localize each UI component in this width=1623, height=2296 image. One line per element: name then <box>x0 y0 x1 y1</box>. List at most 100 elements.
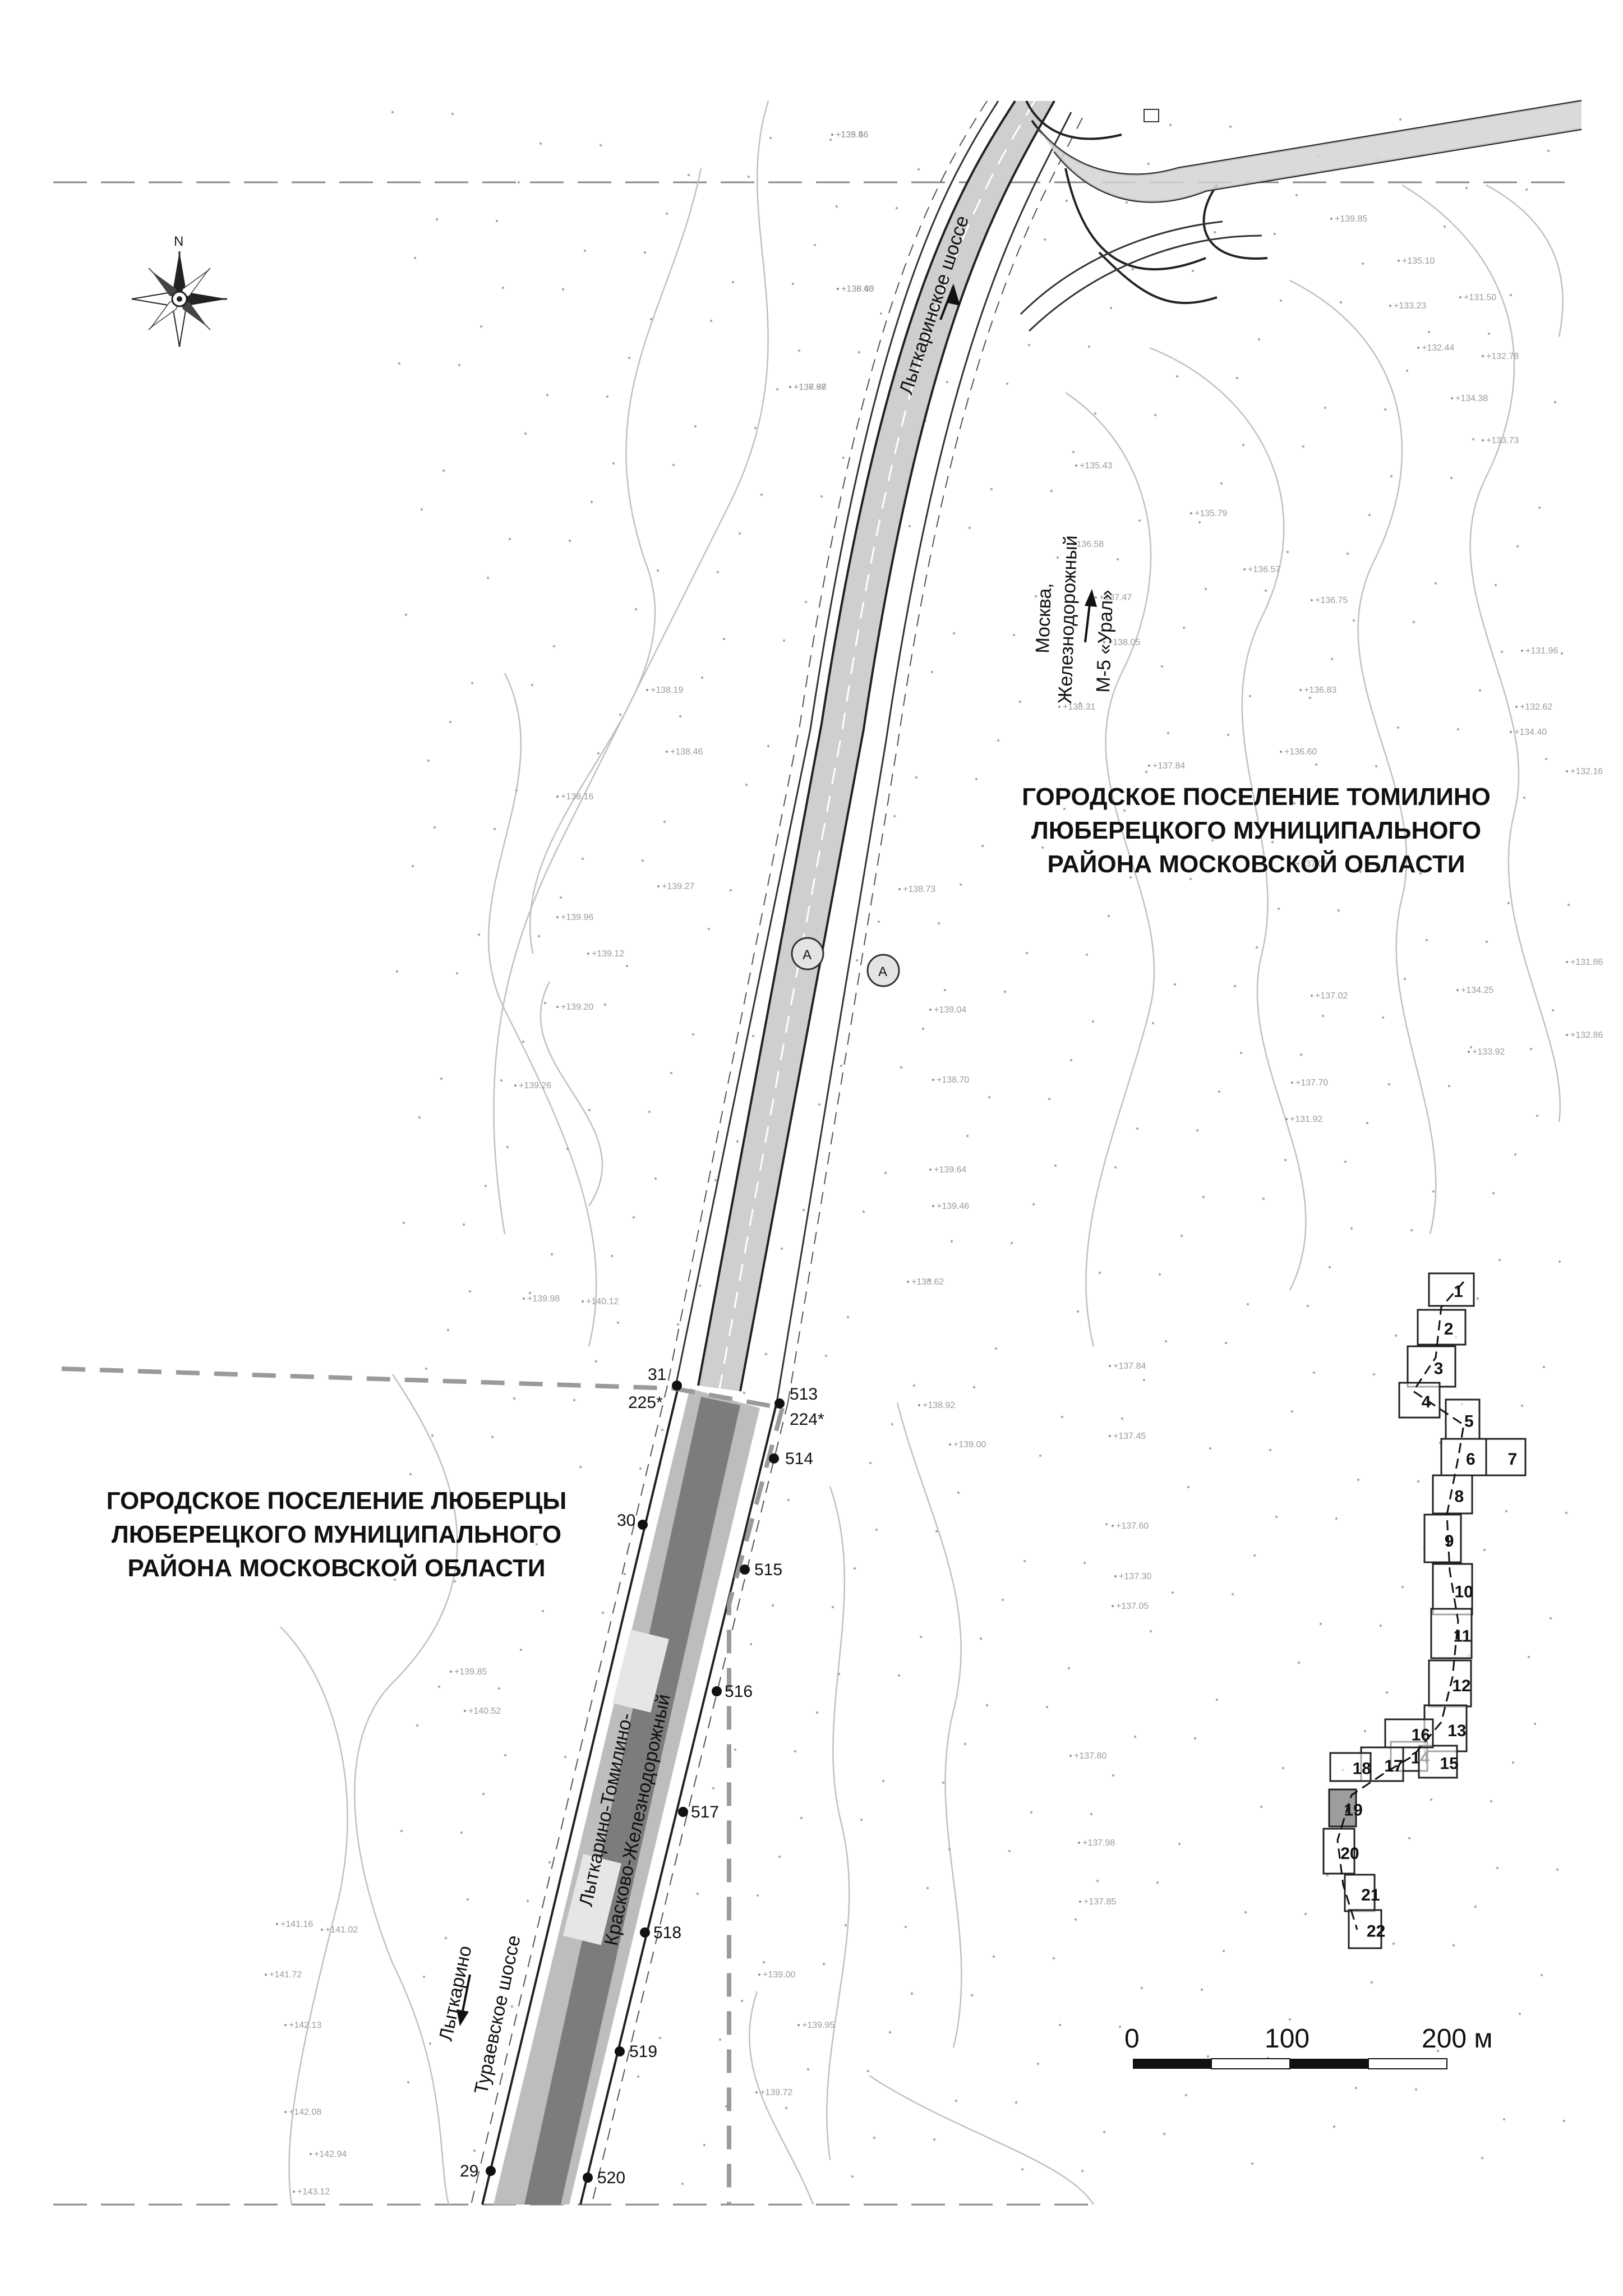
elevation-label: +136.57 <box>1248 565 1280 574</box>
survey-point <box>755 2091 758 2093</box>
elevation-label: +139.27 <box>662 882 694 891</box>
sheet-number: 12 <box>1452 1677 1470 1695</box>
elevation-label: +135.43 <box>1080 461 1112 471</box>
point-label-513: 513 <box>790 1385 818 1404</box>
sheet-box <box>1432 1474 1473 1515</box>
region-line: РАЙОНА МОСКОВСКОЙ ОБЛАСТИ <box>1048 849 1465 878</box>
sheet-number: 4 <box>1422 1393 1431 1411</box>
elevation-label: +137.85 <box>1083 1897 1116 1907</box>
point-label-520: 520 <box>597 2169 625 2187</box>
elevation-label: +139.64 <box>934 1165 966 1175</box>
sheet-frame-lines <box>53 181 1570 2206</box>
survey-point <box>797 2024 800 2026</box>
elevation-label: +138.46 <box>670 747 703 757</box>
elevation-labels: +135.46+136.40+136.87+138.19+138.46+138.… <box>265 111 1603 2197</box>
elevation-label: +139.72 <box>760 2088 792 2097</box>
point-label-31: 31 <box>648 1365 666 1384</box>
survey-point <box>1566 961 1568 963</box>
elevation-label: +132.78 <box>1486 352 1519 361</box>
survey-point <box>932 1205 934 1207</box>
elevation-label: +137.80 <box>1074 1751 1106 1761</box>
elevation-label: +139.95 <box>802 2021 834 2030</box>
survey-point <box>646 689 648 691</box>
survey-point <box>758 1973 760 1976</box>
sheet-box <box>1485 1438 1527 1476</box>
elevation-label: +132.62 <box>1520 702 1552 712</box>
sheet-number: 16 <box>1412 1726 1430 1745</box>
sheet-box <box>1428 1272 1475 1307</box>
survey-point <box>1095 596 1097 599</box>
survey-point <box>1103 641 1105 643</box>
elevation-label: +141.72 <box>269 1970 302 1980</box>
sheet-box <box>1329 1752 1372 1782</box>
survey-point <box>321 1929 323 1931</box>
elevation-label: +137.30 <box>1119 1572 1151 1581</box>
elevation-label: +135.46 <box>836 130 868 140</box>
region-line: ЛЮБЕРЕЦКОГО МУНИЦИПАЛЬНОГО <box>1031 817 1481 844</box>
survey-point <box>1285 1118 1288 1120</box>
point-label-29: 29 <box>460 2162 478 2180</box>
sheet-box <box>1418 1745 1458 1779</box>
elevation-label: +139.00 <box>763 1970 795 1980</box>
elevation-label: +138.31 <box>1063 702 1095 712</box>
region-line: ГОРОДСКОЕ ПОСЕЛЕНИЕ ТОМИЛИНО <box>1022 783 1491 811</box>
point-label-30: 30 <box>617 1511 635 1530</box>
survey-point <box>1459 296 1461 298</box>
elevation-label: +136.40 <box>841 284 874 294</box>
survey-point <box>949 1443 951 1446</box>
sheet-box <box>1384 1718 1434 1749</box>
sheet-box <box>1417 1309 1467 1346</box>
elevation-label: +139.85 <box>1335 214 1367 224</box>
survey-point <box>556 916 559 918</box>
survey-point <box>1112 1605 1114 1607</box>
elevation-label: +131.92 <box>1290 1115 1322 1124</box>
elevation-label: +138.62 <box>911 1277 944 1287</box>
terrain-contours <box>280 100 1564 2205</box>
elevation-label: +138.73 <box>903 885 935 894</box>
point-label-517: 517 <box>691 1803 719 1821</box>
elevation-label: +139.20 <box>561 1002 593 1012</box>
sheet-box <box>1407 1345 1456 1388</box>
elevation-label: +131.86 <box>1570 958 1603 967</box>
survey-point <box>1243 568 1246 570</box>
region-line: ГОРОДСКОЕ ПОСЕЛЕНИЕ ЛЮБЕРЦЫ <box>107 1487 567 1515</box>
survey-point <box>523 1297 525 1300</box>
elevation-label: +139.46 <box>937 1202 969 1211</box>
survey-point <box>1482 439 1484 441</box>
survey-point <box>1515 706 1518 708</box>
elevation-label: +139.12 <box>592 949 624 959</box>
survey-point <box>1291 863 1293 865</box>
sheet-number: 6 <box>1466 1450 1476 1469</box>
elevation-label: +137.06 <box>1295 859 1328 869</box>
region-lyubertsy: ГОРОДСКОЕ ПОСЕЛЕНИЕ ЛЮБЕРЦЫ ЛЮБЕРЕЦКОГО … <box>107 1487 567 1582</box>
sheet-number: 13 <box>1447 1722 1466 1740</box>
elevation-label: +134.38 <box>1455 394 1488 403</box>
survey-point <box>898 888 901 890</box>
survey-point <box>514 1084 517 1087</box>
route-line <box>1336 1281 1465 1930</box>
survey-point <box>1067 543 1069 545</box>
survey-point <box>1468 1051 1470 1053</box>
survey-point <box>310 2153 312 2155</box>
elevation-label: +136.60 <box>1284 747 1317 757</box>
interchange-fill <box>1032 101 1581 202</box>
elevation-label: +137.60 <box>1116 1521 1149 1531</box>
elevation-label: +135.79 <box>1195 509 1227 518</box>
survey-point <box>1566 1034 1568 1036</box>
boundary-points <box>486 1381 785 2183</box>
survey-point <box>929 1009 932 1011</box>
survey-point <box>1109 1365 1111 1367</box>
survey-point <box>1075 464 1077 467</box>
elevation-label: +138.19 <box>651 685 683 695</box>
elevation-label: +139.85 <box>454 1667 487 1677</box>
elevation-label: +138.92 <box>923 1401 955 1410</box>
elevation-label: +132.44 <box>1422 343 1454 353</box>
sheet-number: 5 <box>1464 1412 1474 1431</box>
sheet-number: 15 <box>1440 1754 1458 1773</box>
point-label-225: 225* <box>628 1393 663 1412</box>
survey-point <box>1417 347 1419 349</box>
point-label-515: 515 <box>754 1561 782 1579</box>
elevation-label: +138.16 <box>561 792 593 802</box>
elevation-label: +139.26 <box>519 1081 551 1091</box>
sheet-number: 17 <box>1384 1757 1403 1775</box>
